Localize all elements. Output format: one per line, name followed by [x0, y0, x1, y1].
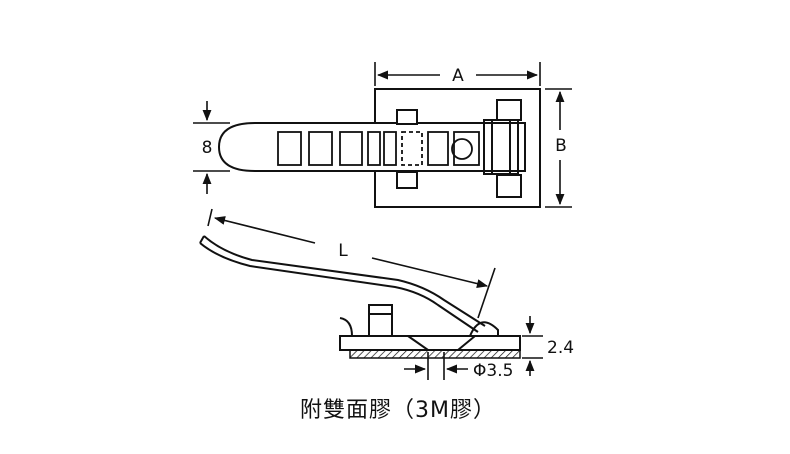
tab-top-left — [396, 109, 418, 125]
dimension-b — [545, 88, 572, 208]
adhesive-caption: 附雙面膠（3M膠） — [300, 398, 496, 423]
tab-top-right — [496, 99, 522, 121]
dimension-hole — [404, 352, 468, 380]
dimension-l-label: L — [338, 241, 348, 261]
adhesive-layer — [349, 349, 521, 359]
tab-bottom-right — [496, 174, 522, 198]
dimension-l — [207, 208, 496, 319]
side-view — [199, 235, 521, 351]
dimension-thickness-label: 2.4 — [547, 338, 574, 358]
dimension-hole-label: Φ3.5 — [473, 361, 513, 381]
side-hook — [339, 317, 354, 337]
side-post — [368, 304, 393, 337]
dimension-b-label: B — [555, 136, 567, 156]
hole-cone — [407, 335, 476, 351]
strap-slots — [277, 131, 480, 166]
lock-dome — [469, 321, 499, 337]
dimension-width-label: 8 — [202, 138, 213, 158]
top-view — [217, 88, 541, 208]
side-base — [339, 335, 521, 351]
dimension-a — [374, 62, 541, 86]
dimension-width — [193, 101, 230, 194]
dimension-thickness — [522, 316, 543, 376]
side-strap — [199, 242, 479, 333]
dimension-a-label: A — [452, 66, 464, 86]
tab-bottom-left — [396, 171, 418, 189]
